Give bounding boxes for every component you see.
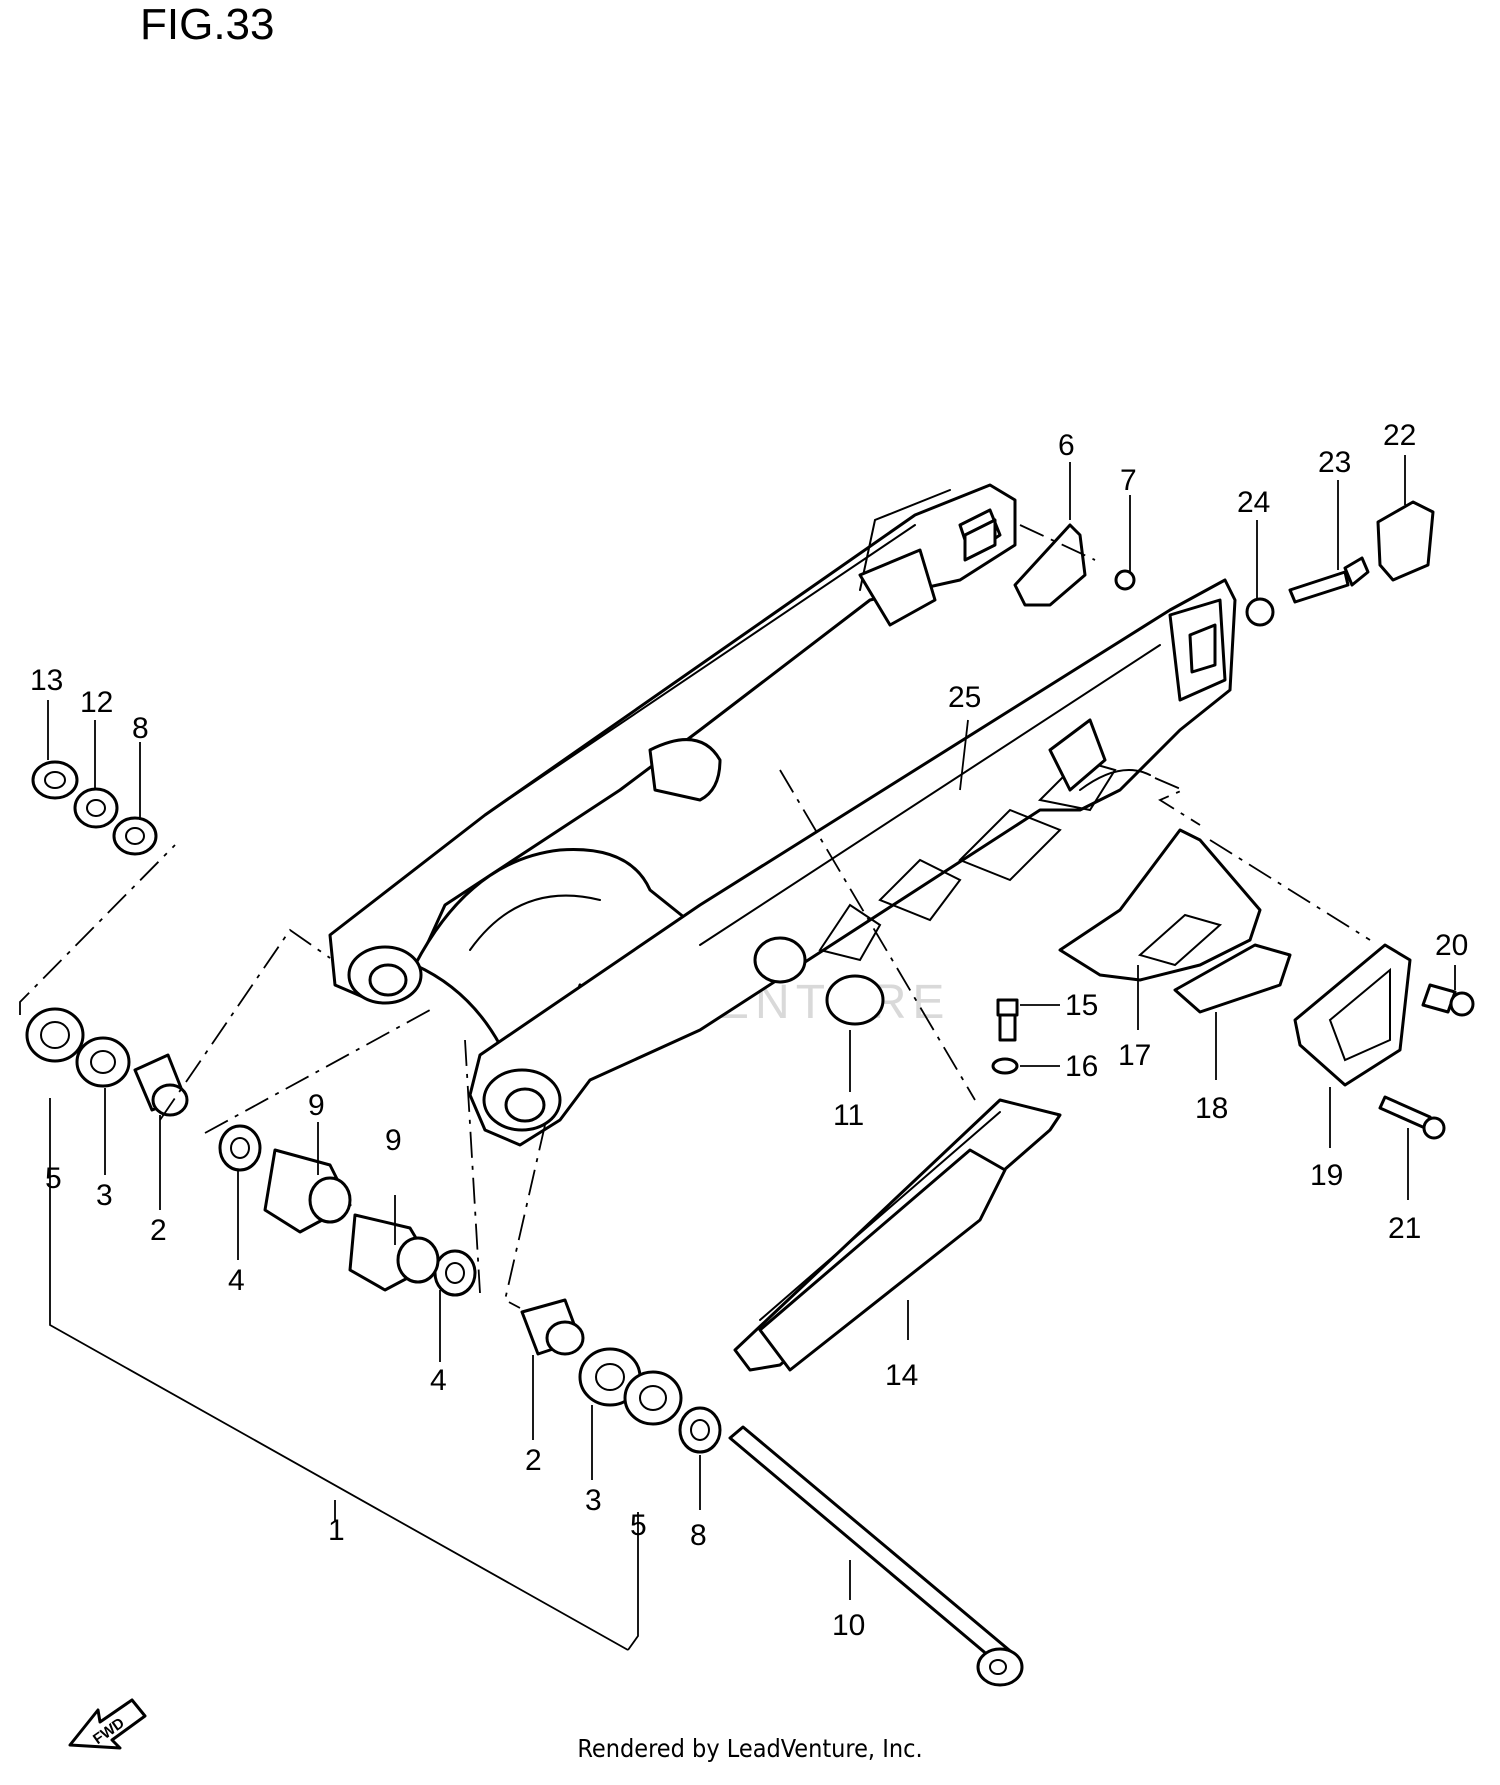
- forward-arrow-icon: FWD: [68, 1698, 147, 1750]
- callout-8: 8: [132, 712, 149, 745]
- callout-9: 9: [385, 1124, 402, 1157]
- callout-5: 5: [630, 1509, 647, 1542]
- callout-18: 18: [1195, 1092, 1228, 1125]
- callout-7: 7: [1120, 464, 1137, 497]
- callout-9: 9: [308, 1089, 325, 1122]
- callout-19: 19: [1310, 1159, 1343, 1192]
- callout-15: 15: [1065, 989, 1098, 1022]
- hardware-drawings: [25, 500, 1475, 1687]
- callout-6: 6: [1058, 429, 1075, 462]
- callout-11: 11: [833, 1099, 864, 1132]
- callout-24: 24: [1237, 486, 1270, 519]
- callout-numbers: 1 2 2 3 3 4 4 5 5 6 7 8 8 9 9 10 11 12 1…: [30, 419, 1468, 1642]
- callout-2: 2: [525, 1444, 542, 1477]
- callout-23: 23: [1318, 446, 1351, 479]
- callout-3: 3: [96, 1179, 113, 1212]
- callout-22: 22: [1383, 419, 1416, 452]
- callout-14: 14: [885, 1359, 918, 1392]
- callout-4: 4: [228, 1264, 245, 1297]
- callout-3: 3: [585, 1484, 602, 1517]
- callout-10: 10: [832, 1609, 865, 1642]
- callout-1: 1: [328, 1514, 345, 1547]
- callout-12: 12: [80, 686, 113, 719]
- callout-13: 13: [30, 664, 63, 697]
- callout-17: 17: [1118, 1039, 1151, 1072]
- callout-2: 2: [150, 1214, 167, 1247]
- callout-21: 21: [1388, 1212, 1421, 1245]
- callout-4: 4: [430, 1364, 447, 1397]
- figure-title: FIG.33: [140, 0, 275, 49]
- swingarm-drawing: [328, 483, 1237, 1147]
- callout-20: 20: [1435, 929, 1468, 962]
- callout-8: 8: [690, 1519, 707, 1552]
- callout-16: 16: [1065, 1050, 1098, 1083]
- callout-25: 25: [948, 681, 981, 714]
- callout-5: 5: [45, 1162, 62, 1195]
- leader-lines: [19, 455, 1456, 1651]
- render-credit: Rendered by LeadVenture, Inc.: [577, 1734, 923, 1763]
